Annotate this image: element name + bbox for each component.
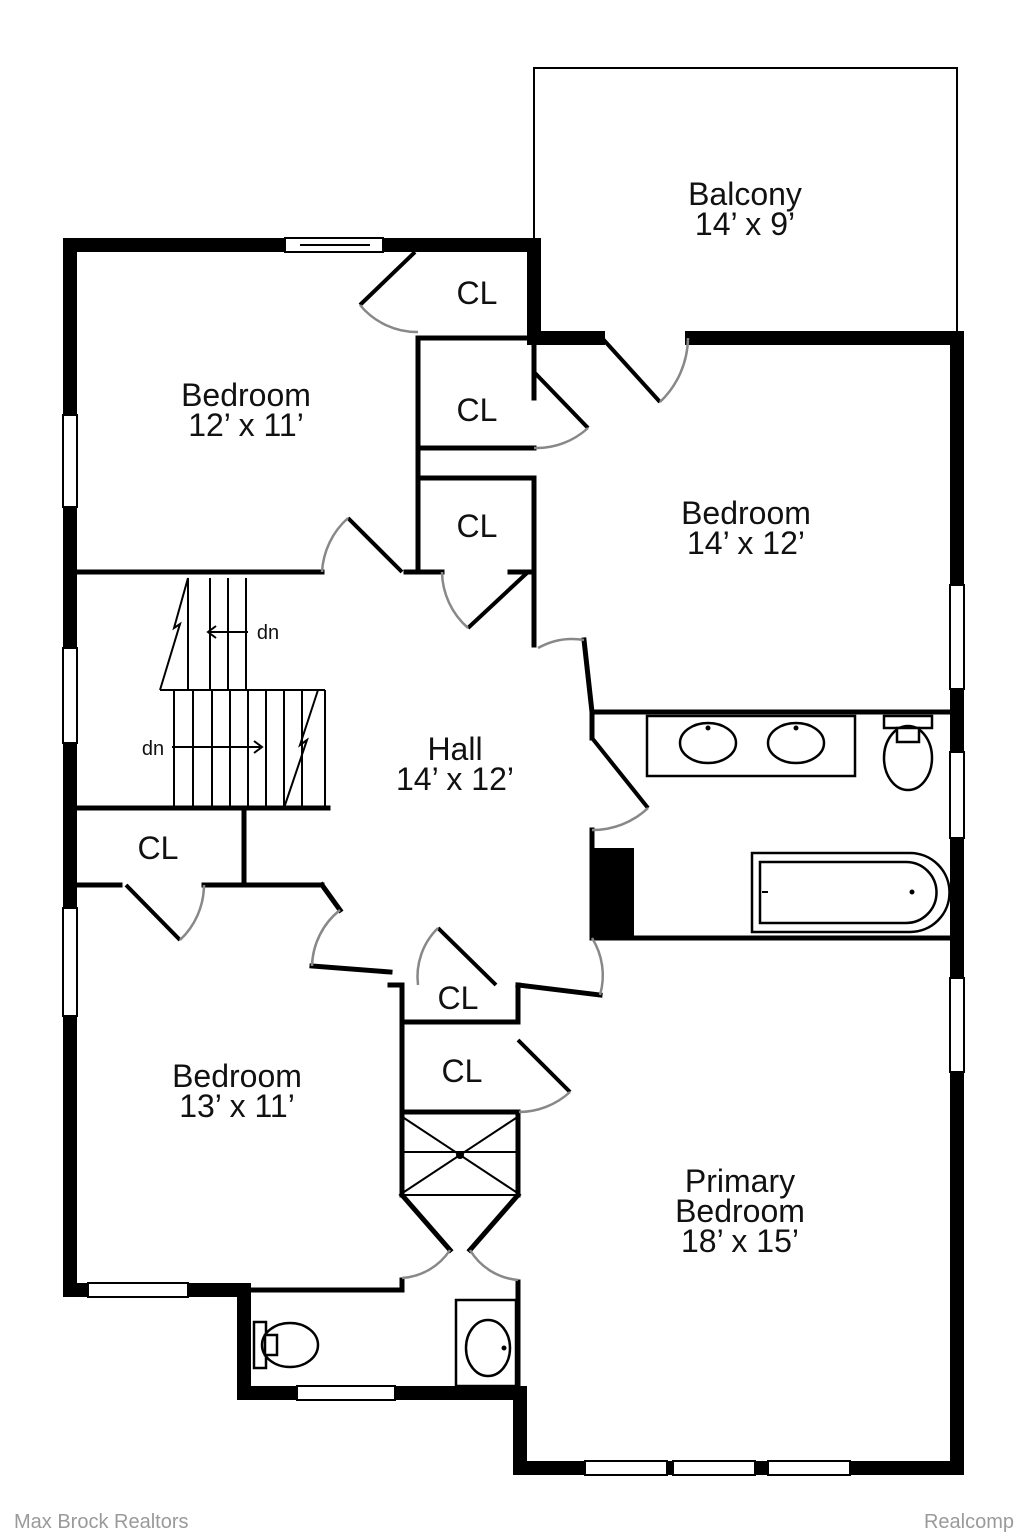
hall-name: Hall [427,731,482,767]
closet-label: CL [457,508,498,544]
bedroom-nw-name: Bedroom [181,377,311,413]
interior-walls [75,335,953,1396]
closet-label: CL [138,830,179,866]
windows [62,237,965,1476]
primary-name-line2: Bedroom [675,1193,805,1229]
balcony-name: Balcony [688,176,802,212]
staircase: dn dn [142,577,326,809]
bedroom-sw-name: Bedroom [172,1058,302,1094]
closet-labels: CL CL CL CL CL CL [138,275,498,1089]
bedroom-sw-dims: 13’ x 11’ [179,1088,295,1124]
bath-fixtures-lower [252,1298,518,1388]
bedroom-ne-dims: 14’ x 12’ [687,525,805,561]
closet-label: CL [457,392,498,428]
bedroom-nw-dims: 12’ x 11’ [188,407,304,443]
doors [124,250,690,1282]
balcony-dims: 14’ x 9’ [695,206,795,242]
primary-name-line1: Primary [685,1163,795,1199]
closet-label: CL [457,275,498,311]
hall-dims: 14’ x 12’ [396,761,514,797]
stair-label-lower: dn [142,738,164,760]
bath-fixtures-upper [592,714,951,936]
primary-dims: 18’ x 15’ [681,1223,799,1259]
balcony [533,67,958,332]
closet-label: CL [438,980,479,1016]
exterior-walls [63,238,964,1475]
linen-closet [401,1111,519,1196]
watermark-brokerage: Max Brock Realtors [14,1511,189,1533]
stair-label-upper: dn [257,622,279,644]
room-labels: Balcony 14’ x 9’ Bedroom 12’ x 11’ Bedro… [172,176,811,1259]
watermark-mls: Realcomp [924,1511,1014,1533]
bedroom-ne-name: Bedroom [681,495,811,531]
closet-label: CL [442,1053,483,1089]
